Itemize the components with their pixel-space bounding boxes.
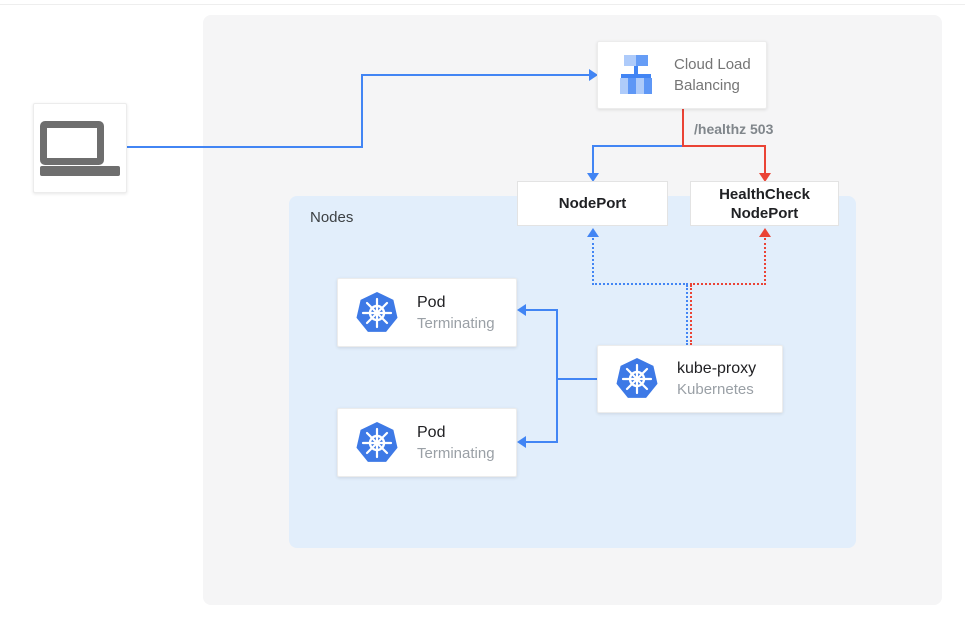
kubernetes-helm-icon <box>356 421 398 462</box>
arrow-into-nodeport <box>587 173 599 182</box>
client-to-lb-line-h1 <box>127 146 363 148</box>
kube-proxy-subtitle: Kubernetes <box>677 381 754 398</box>
healthz-503-label: /healthz 503 <box>694 121 774 137</box>
nodeport-box: NodePort <box>517 181 668 226</box>
nodeport-label: NodePort <box>558 195 627 212</box>
pod2-status: Terminating <box>417 444 495 462</box>
kubernetes-helm-icon <box>356 291 398 332</box>
healthcheck-nodeport-box: HealthCheck NodePort <box>690 181 839 226</box>
kube-proxy-card: kube-proxy Kubernetes <box>597 345 783 413</box>
arrow-into-healthcheck-nodeport <box>759 173 771 182</box>
kubeproxy-dotted-blue-h <box>592 283 688 285</box>
pod2-title: Pod <box>417 423 446 441</box>
branch-red-line-h <box>682 145 766 147</box>
laptop-icon <box>40 120 120 176</box>
kubeproxy-to-pods-line-v <box>556 309 558 443</box>
kubeproxy-dotted-blue-v-shared <box>686 285 688 345</box>
arrow-into-cloud-lb <box>589 69 598 81</box>
healthcheck-label-line1: HealthCheck <box>719 185 810 203</box>
client-to-lb-line-h2 <box>361 74 589 76</box>
pod1-status: Terminating <box>417 314 495 332</box>
healthcheck-label-line2: NodePort <box>730 204 799 222</box>
client-to-lb-line-v <box>361 74 363 148</box>
dotted-arrow-up-nodeport <box>587 228 599 237</box>
line-to-pod1-h <box>526 309 557 311</box>
cloud-load-balancing-card: Cloud Load Balancing <box>597 41 767 109</box>
kubeproxy-to-pods-line-h <box>557 378 597 380</box>
arrow-into-pod2 <box>517 436 526 448</box>
cloud-lb-title-line1: Cloud Load <box>674 56 751 73</box>
nodes-label: Nodes <box>310 209 354 226</box>
arrow-into-pod1 <box>517 304 526 316</box>
dotted-red-v-to-healthcheck <box>764 238 766 285</box>
pod1-title: Pod <box>417 293 446 311</box>
kubeproxy-dotted-red-h <box>690 283 766 285</box>
cloud-load-balancing-icon <box>614 54 658 96</box>
branch-blue-line-h <box>592 145 683 147</box>
top-divider <box>0 4 965 5</box>
dotted-arrow-up-healthcheck <box>759 228 771 237</box>
branch-blue-line-v <box>592 147 594 174</box>
kubeproxy-dotted-red-v-shared <box>690 285 692 345</box>
branch-red-line-v <box>764 147 766 174</box>
lb-down-red-line <box>682 109 684 147</box>
kubernetes-helm-icon <box>616 358 658 398</box>
kube-proxy-title: kube-proxy <box>677 360 757 377</box>
pod2-card: Pod Terminating <box>337 408 517 477</box>
line-to-pod2-h <box>526 441 557 443</box>
client-laptop-card <box>33 103 127 193</box>
dotted-blue-v-to-nodeport <box>592 238 594 285</box>
pod1-card: Pod Terminating <box>337 278 517 347</box>
cloud-lb-title-line2: Balancing <box>674 77 740 94</box>
